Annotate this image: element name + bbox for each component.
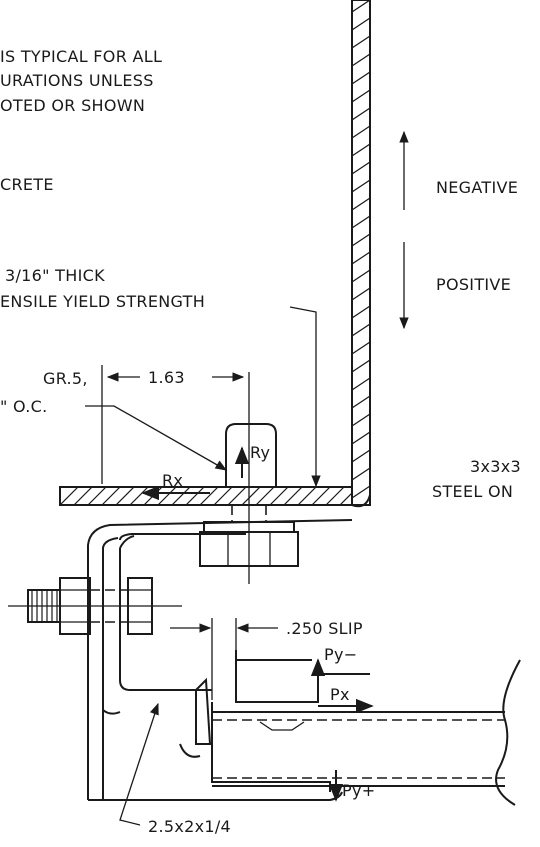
note-grade: GR.5,: [43, 369, 88, 388]
angle-note-label: STEEL ON: [432, 482, 513, 501]
py-plus-label: Py+: [342, 781, 375, 800]
note-concrete: CRETE: [0, 175, 54, 194]
slip-label: .250 SLIP: [286, 619, 363, 638]
ry-label: Ry: [250, 443, 270, 462]
note-line-3: OTED OR SHOWN: [0, 96, 145, 115]
vertical-bolt: [199, 372, 299, 584]
note-line-2: URATIONS UNLESS: [0, 71, 154, 90]
py-minus-label: Py−: [324, 645, 357, 664]
note-spacing: " O.C.: [0, 397, 48, 416]
note-thickness: 3/16" THICK: [5, 266, 105, 285]
angle-large-label: 3x3x3: [470, 457, 521, 476]
rx-arrow: Rx: [141, 471, 210, 501]
px-label: Px: [330, 685, 350, 704]
yield-leader: [289, 306, 317, 478]
positive-label: POSITIVE: [436, 275, 511, 294]
note-yield-strength: ENSILE YIELD STRENGTH: [0, 292, 205, 311]
beam-clip: [179, 650, 370, 792]
note-line-1: IS TYPICAL FOR ALL: [0, 47, 162, 66]
angle-small-label: 2.5x2x1/4: [148, 817, 231, 836]
negative-label: NEGATIVE: [436, 178, 518, 197]
angle-leader: 2.5x2x1/4: [119, 702, 231, 836]
edge-dimension-label: 1.63: [148, 368, 185, 387]
edge-dimension: 1.63: [101, 365, 245, 484]
horizontal-plate: [59, 486, 371, 508]
lower-angle: [87, 519, 353, 801]
ry-arrow: Ry: [234, 443, 270, 478]
horizontal-bolt: [8, 577, 182, 635]
px-arrow: Px: [318, 685, 374, 714]
py-plus-arrow: Py+: [328, 770, 375, 802]
vertical-wall-leg: [351, 0, 371, 506]
bolt-leader: [85, 405, 227, 471]
rx-label: Rx: [162, 471, 183, 490]
py-minus-arrow: Py−: [310, 645, 357, 700]
